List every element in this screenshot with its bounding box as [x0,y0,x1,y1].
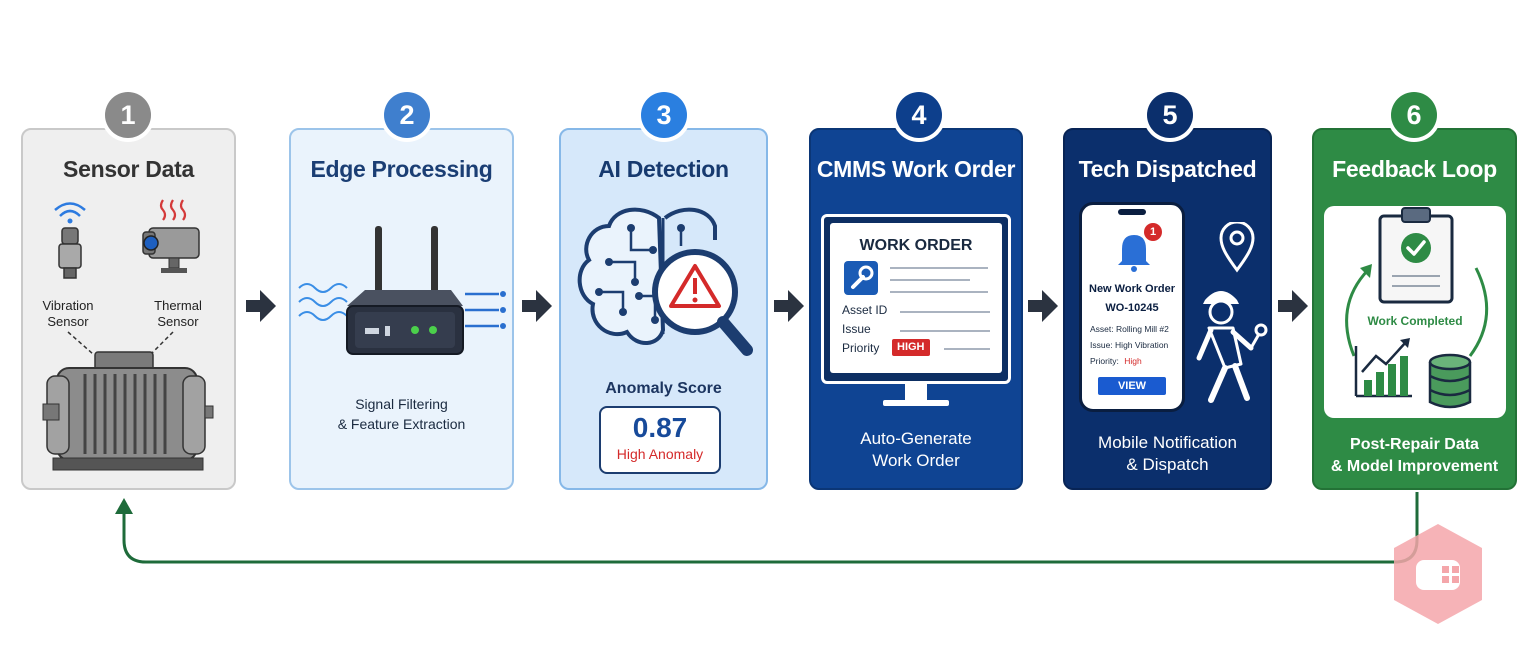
anomaly-score-label: Anomaly Score [605,380,722,397]
step-5-badge: 5 [1147,92,1193,138]
step-6-badge: 6 [1391,92,1437,138]
arrow-3-4-icon [774,290,804,322]
work-order-heading: WORK ORDER [859,237,973,254]
step-6-caption-line-1: Post-Repair Data [1350,436,1479,453]
arrow-2-3-icon [522,290,552,322]
arrow-1-2-icon [246,290,276,322]
work-completed-label: Work Completed [1367,314,1463,328]
thermal-label-line-1: Thermal [154,298,202,313]
step-3-title: AI Detection [598,156,729,182]
step-2-caption-line-2: & Feature Extraction [337,416,466,432]
step-2-title: Edge Processing [310,156,493,182]
thermal-camera-icon [142,199,200,273]
step-5-caption-line-1: Mobile Notification [1098,433,1237,452]
technician-icon [1196,291,1268,403]
step-1-title: Sensor Data [63,156,194,182]
step-5-panel: Tech Dispatched 1 New Work Order WO-1024… [1063,128,1272,490]
edge-router-icon [298,226,506,355]
phone-issue: Issue: High Vibration [1090,340,1169,350]
phone-asset: Asset: Rolling Mill #2 [1090,324,1169,334]
step-4-title: CMMS Work Order [816,156,1016,182]
work-order-screen: WORK ORDER Asset ID Issue Priority HIGH [830,223,1002,373]
step-6-caption-line-2: & Model Improvement [1330,458,1499,475]
bell-icon [1118,235,1150,272]
phone-icon: 1 New Work Order WO-10245 Asset: Rolling… [1079,202,1185,412]
wrench-icon [844,261,878,295]
arrow-5-6-icon [1278,290,1308,322]
step-4-panel: CMMS Work Order WORK ORDER Asset ID Issu… [809,128,1023,490]
vibration-label-line-1: Vibration [42,298,94,313]
step-5-title: Tech Dispatched [1078,156,1257,182]
loop-arrowhead-icon [115,498,133,514]
step-4-badge: 4 [896,92,942,138]
phone-priority-value: High [1124,356,1142,366]
step-3-badge: 3 [641,92,687,138]
step-2-caption-line-1: Signal Filtering [355,396,448,412]
priority-badge: HIGH [892,339,930,356]
feedback-card: Work Completed [1324,206,1506,418]
thermal-label-line-2: Sensor [157,314,199,329]
step-5-caption-line-2: & Dispatch [1126,455,1209,474]
step-1-badge: 1 [105,92,151,138]
notification-count: 1 [1144,223,1162,241]
database-icon [1428,353,1472,409]
step-2-panel: Edge Processing [289,128,514,490]
location-pin-icon [1219,222,1255,273]
clipboard-icon [1378,207,1454,304]
step-6-title: Feedback Loop [1332,156,1497,182]
vibration-label-line-2: Sensor [47,314,89,329]
ai-brain-magnifier-icon [577,207,753,356]
step-4-caption-line-2: Work Order [872,451,960,470]
step-6-panel: Feedback Loop [1312,128,1517,490]
monitor-base [883,400,949,406]
growth-chart-icon [1354,338,1412,398]
phone-priority-label: Priority: [1090,356,1119,366]
feedback-card-icons [1345,207,1489,409]
field-priority: Priority [842,341,880,355]
field-asset-id: Asset ID [842,303,888,317]
step-4-caption-line-1: Auto-Generate [860,429,972,448]
work-order-id: WO-10245 [1105,302,1159,314]
field-issue: Issue [842,322,871,336]
anomaly-score-box: 0.87 High Anomaly [599,406,721,474]
step-2-badge: 2 [384,92,430,138]
step-3-panel: AI Detection [559,128,768,490]
motor-icon [42,331,214,471]
anomaly-status: High Anomaly [616,446,704,462]
view-button[interactable]: VIEW [1098,377,1166,395]
notification-title: New Work Order [1089,283,1175,295]
monitor-stand [905,384,927,402]
anomaly-score-value: 0.87 [632,412,688,443]
watermark-logo-icon [1394,524,1482,624]
step-1-panel: Sensor Data Vibration Sensor Thermal Sen [21,128,236,490]
monitor-icon: WORK ORDER Asset ID Issue Priority HIGH [821,214,1011,384]
vibration-sensor-icon [54,202,86,279]
arrow-4-5-icon [1028,290,1058,322]
